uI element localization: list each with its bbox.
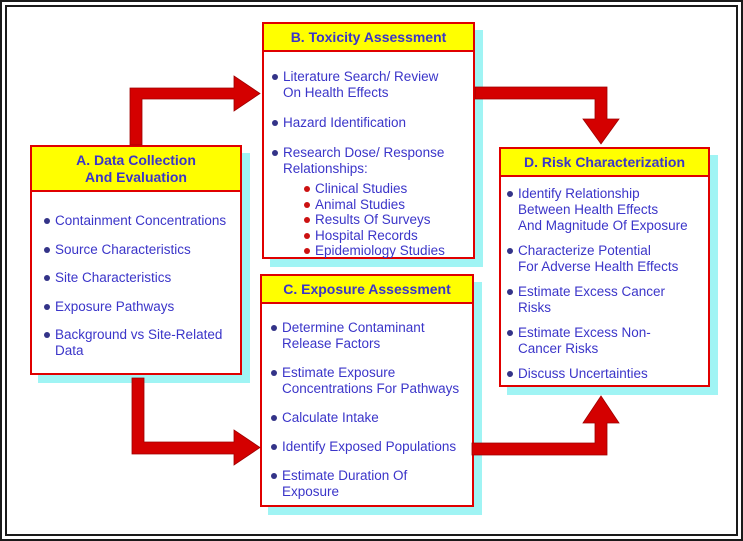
bullet-icon [44, 218, 50, 224]
bullet-icon [507, 191, 513, 197]
bullet-icon [44, 332, 50, 338]
bullet-icon [507, 248, 513, 254]
list-item: Estimate Exposure Concentrations For Pat… [271, 365, 469, 397]
list-item: Research Dose/ Response Relationships: [272, 145, 470, 177]
box-c-title: C. Exposure Assessment [262, 276, 472, 304]
bullet-icon [271, 370, 277, 376]
bullet-icon [44, 303, 50, 310]
bullet-icon [507, 371, 513, 377]
box-a-title: A. Data Collection And Evaluation [32, 147, 240, 192]
list-item: Determine Contaminant Release Factors [271, 320, 469, 352]
bullet-icon [271, 473, 277, 479]
bullet-icon [271, 415, 277, 421]
list-item: Estimate Excess Non- Cancer Risks [507, 325, 706, 357]
sub-bullet-icon [304, 217, 310, 223]
box-risk-characterization: D. Risk Characterization Identify Relati… [499, 147, 710, 387]
bullet-icon [44, 275, 50, 281]
box-data-collection: A. Data Collection And Evaluation Contai… [30, 145, 242, 375]
sub-list-item: Animal Studies [304, 197, 470, 213]
box-exposure-assessment: C. Exposure Assessment Determine Contami… [260, 274, 474, 507]
list-item: Characterize Potential For Adverse Healt… [507, 243, 706, 275]
box-toxicity-assessment: B. Toxicity Assessment Literature Search… [262, 22, 475, 259]
box-d-title: D. Risk Characterization [501, 149, 708, 177]
box-d-body: Identify Relationship Between Health Eff… [501, 177, 708, 391]
bullet-icon [271, 444, 277, 450]
bullet-icon [272, 150, 278, 156]
bullet-icon [507, 289, 513, 295]
list-item: Source Characteristics [44, 242, 236, 258]
bullet-icon [507, 330, 513, 336]
list-item: Identify Exposed Populations [271, 439, 469, 455]
list-item: Exposure Pathways [44, 299, 236, 315]
bullet-icon [272, 74, 278, 80]
list-item: Literature Search/ Review On Health Effe… [272, 69, 470, 101]
list-item: Site Characteristics [44, 270, 236, 286]
sub-bullet-icon [304, 186, 310, 192]
bullet-icon [44, 246, 50, 253]
list-item: Identify Relationship Between Health Eff… [507, 186, 706, 234]
sub-bullet-icon [304, 248, 310, 254]
list-item: Calculate Intake [271, 410, 469, 426]
list-item: Estimate Excess Cancer Risks [507, 284, 706, 316]
sub-list-item: Clinical Studies [304, 181, 470, 197]
sub-list-item: Hospital Records [304, 228, 470, 244]
box-b-title: B. Toxicity Assessment [264, 24, 473, 52]
list-item: Containment Concentrations [44, 213, 236, 229]
list-item: Hazard Identification [272, 115, 470, 131]
arrow-a-to-b [129, 75, 261, 146]
sub-bullet-icon [304, 232, 310, 239]
list-item: Discuss Uncertainties [507, 366, 706, 382]
sub-list: Clinical Studies Animal Studies Results … [304, 181, 470, 259]
list-item: Background vs Site-Related Data [44, 327, 236, 358]
bullet-icon [272, 120, 278, 126]
box-b-body: Literature Search/ Review On Health Effe… [264, 52, 473, 259]
arrow-a-to-c [131, 377, 261, 466]
sub-list-item: Epidemiology Studies [304, 243, 470, 259]
box-c-body: Determine Contaminant Release Factors Es… [262, 304, 472, 513]
arrow-c-to-d [471, 395, 620, 456]
box-a-body: Containment Concentrations Source Charac… [32, 192, 240, 371]
arrow-b-to-d [474, 86, 620, 145]
list-item: Estimate Duration Of Exposure [271, 468, 469, 500]
sub-bullet-icon [304, 201, 310, 208]
sub-list-item: Results Of Surveys [304, 212, 470, 228]
bullet-icon [271, 325, 277, 331]
